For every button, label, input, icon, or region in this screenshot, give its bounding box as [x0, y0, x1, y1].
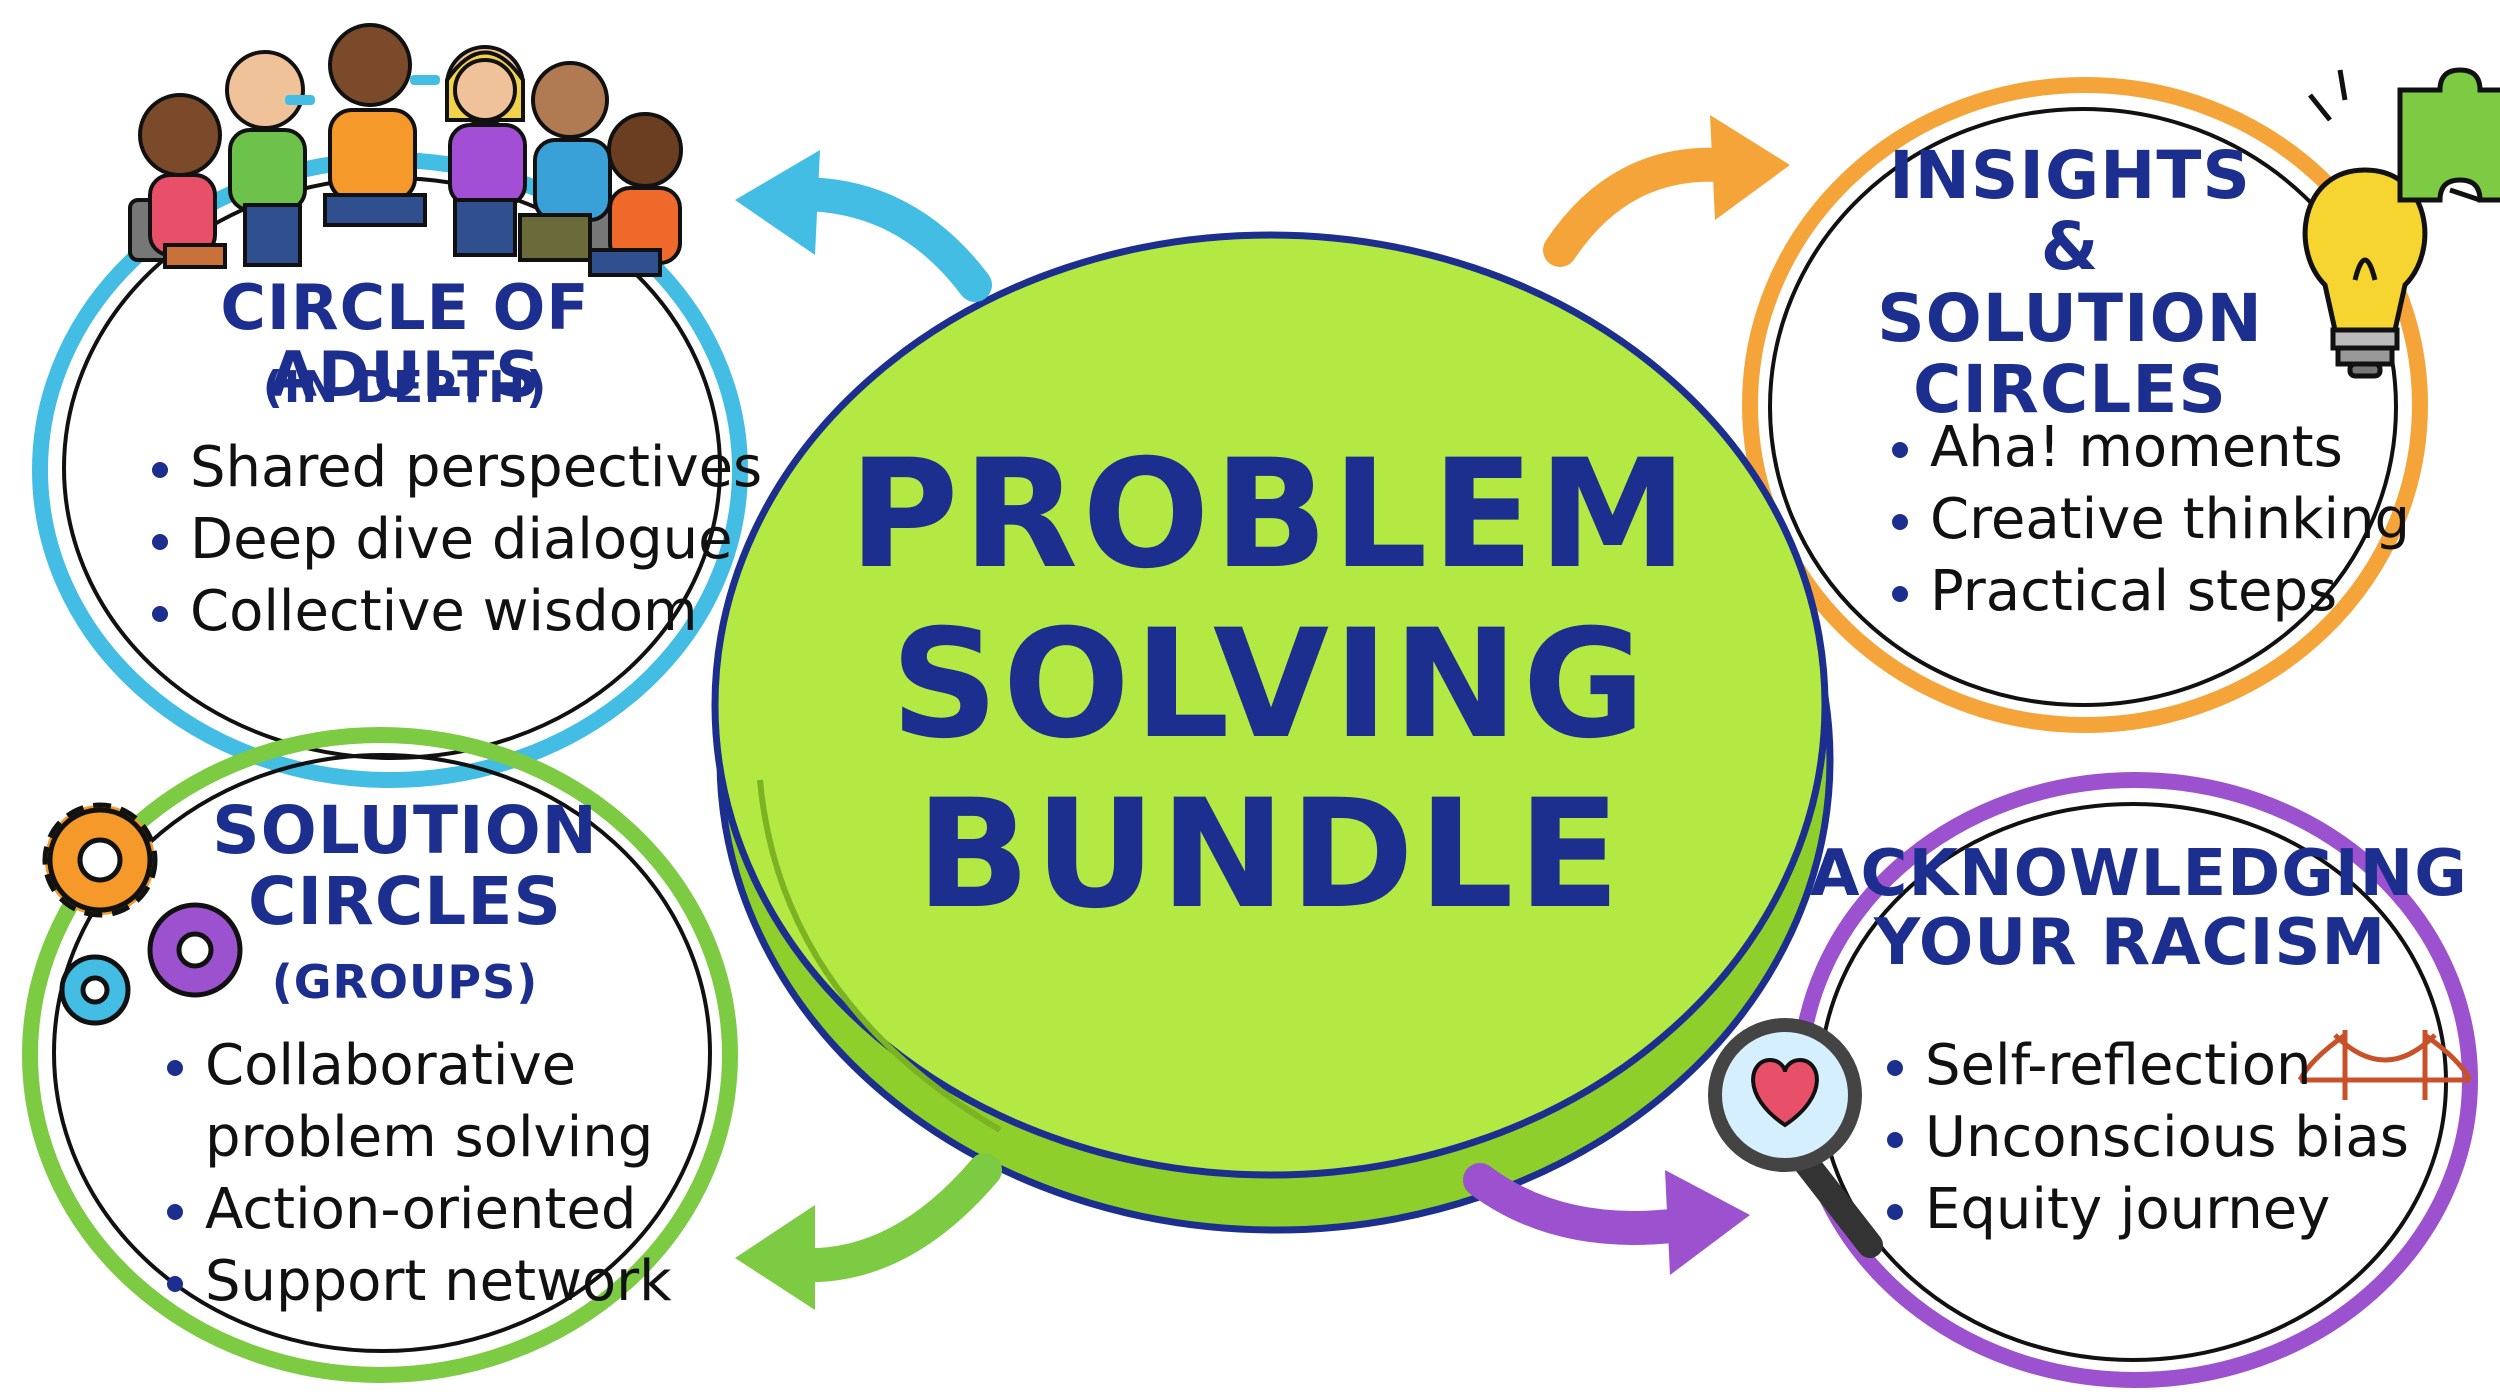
arrow-to-bottom-right: [1463, 1163, 1750, 1275]
bottom-right-title-line1: ACKNOWLEDGING: [1810, 837, 2468, 911]
magnifier-heart-icon: [1708, 1018, 1883, 1258]
list-item: Shared perspectives: [150, 432, 762, 504]
top-right-title-line2: & SOLUTION: [1877, 208, 2263, 357]
list-item: Equity journey: [1885, 1174, 2409, 1246]
list-item: Collective wisdom: [150, 576, 762, 648]
top-left-subtitle: (IN DEPTH): [262, 362, 548, 413]
top-right-title: INSIGHTS & SOLUTION CIRCLES: [1840, 140, 2300, 425]
bottom-left-title: SOLUTION CIRCLES: [195, 795, 615, 938]
bottom-left-title-line1: SOLUTION: [212, 792, 598, 869]
top-right-bullets: Aha! moments Creative thinking Practical…: [1890, 412, 2410, 628]
list-item: Collaborative: [165, 1030, 672, 1102]
people-group-icon: [128, 23, 683, 277]
top-right-title-line1: INSIGHTS: [1889, 137, 2251, 214]
list-item: Support network: [165, 1246, 672, 1318]
arrow-to-bottom-left: [735, 1153, 1002, 1310]
list-item: Action-oriented: [165, 1174, 672, 1246]
list-item: Practical steps: [1890, 556, 2410, 628]
bridge-icon: [2297, 1030, 2473, 1100]
top-right-title-line3: CIRCLES: [1913, 350, 2227, 428]
center-title-line3: BUNDLE: [915, 768, 1625, 942]
arrow-to-top-left: [735, 150, 992, 302]
top-right-circle: [1742, 77, 2428, 733]
list-item: Creative thinking: [1890, 484, 2410, 556]
top-left-title: CIRCLE OF ADULTS: [220, 271, 590, 411]
bottom-left-title-line2: CIRCLES: [248, 863, 562, 941]
center-title-line1: PROBLEM: [848, 428, 1692, 602]
center-disc: [711, 231, 1834, 1234]
list-item: Deep dive dialogue: [150, 504, 762, 576]
lightbulb-puzzle-icon: [2302, 67, 2500, 379]
bottom-right-title: ACKNOWLEDGING YOUR RACISM: [1810, 837, 2468, 981]
bottom-left-circle: [22, 727, 738, 1383]
center-title-line2: SOLVING: [890, 598, 1650, 772]
list-item: Unconscious bias: [1885, 1102, 2409, 1174]
gears-icon: [42, 802, 243, 1026]
bottom-right-title-line2: YOUR RACISM: [1873, 906, 2387, 981]
list-item: Aha! moments: [1890, 412, 2410, 484]
list-item: Self-reflection: [1885, 1030, 2409, 1102]
bottom-left-bullets: Collaborative problem solving Action-ori…: [165, 1030, 672, 1318]
arrow-to-top-right: [1543, 115, 1790, 267]
center-title: PROBLEM SOLVING BUNDLE: [770, 430, 1770, 940]
top-left-bullets: Shared perspectives Deep dive dialogue C…: [150, 432, 762, 648]
list-item-continuation: problem solving: [205, 1105, 654, 1170]
bottom-left-subtitle: (GROUPS): [271, 955, 539, 1009]
bottom-right-bullets: Self-reflection Unconscious bias Equity …: [1885, 1030, 2409, 1246]
